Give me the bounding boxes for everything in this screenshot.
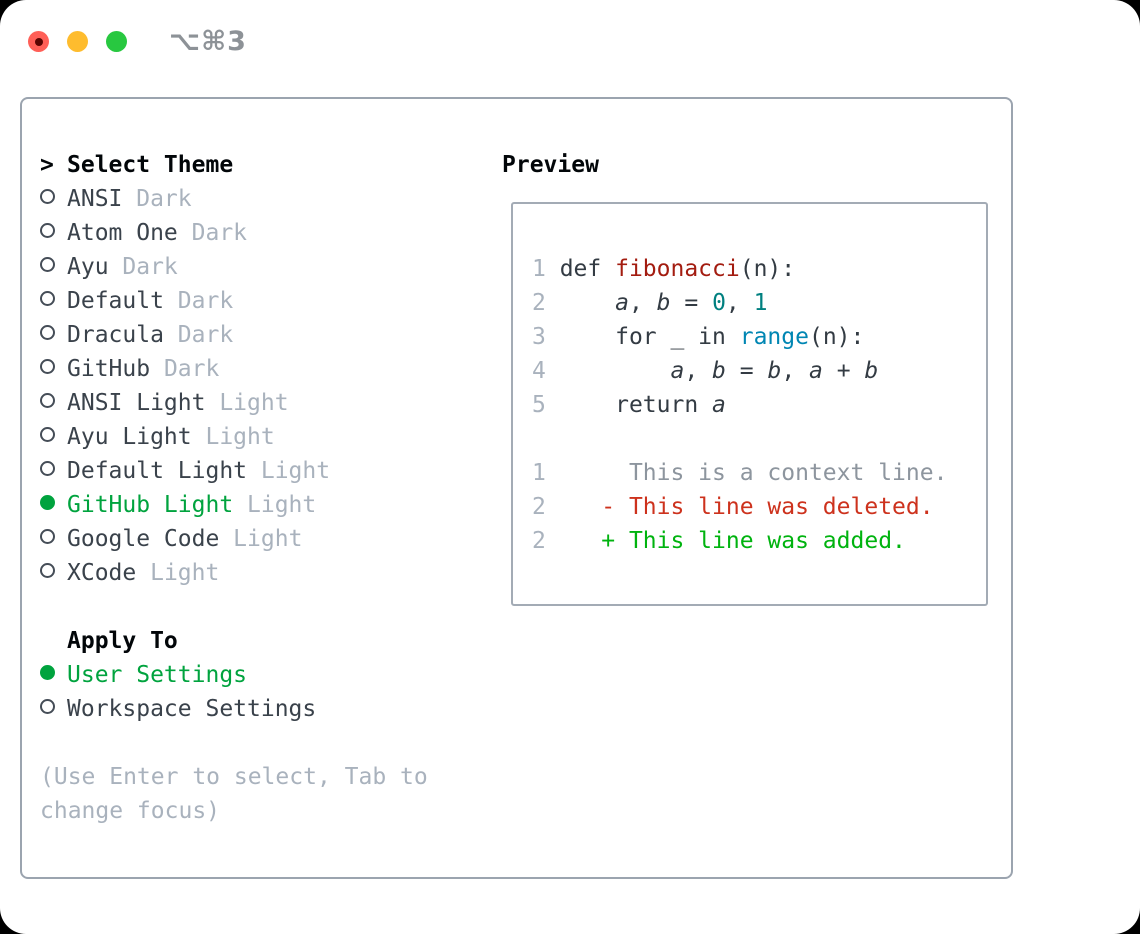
option-variant: Light <box>233 492 317 518</box>
radio-icon <box>40 359 55 374</box>
diff-context-line: 1 This is a context line. <box>532 460 948 486</box>
option-label: GitHub <box>67 356 151 382</box>
theme-option-dracula[interactable]: Dracula Dark <box>40 318 502 352</box>
radio-icon <box>40 393 55 408</box>
option-label: GitHub Light <box>67 492 234 518</box>
radio-icon <box>40 427 55 442</box>
keyboard-hint: (Use Enter to select, Tab to change focus… <box>40 760 502 828</box>
code-line: 1 def fibonacci(n): <box>532 256 796 282</box>
radio-selected-icon <box>40 665 55 680</box>
option-label: Dracula <box>67 322 164 348</box>
option-label: ANSI Light <box>67 390 206 416</box>
option-variant: Light <box>191 424 275 450</box>
radio-icon <box>40 699 55 714</box>
option-label: Atom One <box>67 220 178 246</box>
code-line: 2 a, b = 0, 1 <box>532 290 768 316</box>
theme-picker-header-line: > Select Theme <box>40 148 502 182</box>
close-button[interactable] <box>28 31 49 52</box>
theme-option-xcode[interactable]: XCode Light <box>40 556 502 590</box>
option-label: Google Code <box>67 526 220 552</box>
code-line: 4 a, b = b, a + b <box>532 358 879 384</box>
apply-to-header-line: Apply To <box>40 624 502 658</box>
theme-option-atom-one[interactable]: Atom One Dark <box>40 216 502 250</box>
option-variant: Light <box>205 390 289 416</box>
option-label: Ayu <box>67 254 109 280</box>
option-label: User Settings <box>67 662 248 688</box>
code-line: 3 for _ in range(n): <box>532 324 865 350</box>
option-variant: Dark <box>177 220 248 246</box>
minimize-button[interactable] <box>67 31 88 52</box>
window-title: ⌥⌘3 <box>169 26 247 57</box>
option-label: Ayu Light <box>67 424 192 450</box>
diff-added-line: 2 + This line was added. <box>532 528 906 554</box>
option-variant: Dark <box>163 288 234 314</box>
theme-option-ayu-light[interactable]: Ayu Light Light <box>40 420 502 454</box>
option-variant: Light <box>247 458 331 484</box>
radio-icon <box>40 325 55 340</box>
radio-icon <box>40 189 55 204</box>
radio-icon <box>40 291 55 306</box>
option-variant: Light <box>136 560 220 586</box>
theme-option-ansi[interactable]: ANSI Dark <box>40 182 502 216</box>
option-variant: Dark <box>163 322 234 348</box>
option-variant: Dark <box>150 356 220 382</box>
option-label: XCode <box>67 560 137 586</box>
theme-option-ansi-light[interactable]: ANSI Light Light <box>40 386 502 420</box>
option-variant: Light <box>219 526 303 552</box>
option-label: Default Light <box>67 458 248 484</box>
prompt-caret: > <box>40 152 54 178</box>
preview-header-line: Preview <box>502 148 1011 182</box>
diff-deleted-line: 2 - This line was deleted. <box>532 494 934 520</box>
titlebar: ⌥⌘3 <box>28 26 247 57</box>
theme-picker-header: Select Theme <box>67 152 234 178</box>
theme-option-github[interactable]: GitHub Dark <box>40 352 502 386</box>
apply-option-user-settings[interactable]: User Settings <box>40 658 502 692</box>
preview-title: Preview <box>502 152 599 178</box>
theme-option-google-code[interactable]: Google Code Light <box>40 522 502 556</box>
option-variant: Dark <box>122 186 192 212</box>
blank-line <box>532 422 986 456</box>
theme-option-github-light[interactable]: GitHub Light Light <box>40 488 502 522</box>
option-variant: Dark <box>108 254 178 280</box>
theme-option-default-light[interactable]: Default Light Light <box>40 454 502 488</box>
option-label: Default <box>67 288 164 314</box>
radio-icon <box>40 529 55 544</box>
apply-to-header: Apply To <box>67 628 178 654</box>
preview-column: Preview 1 def fibonacci(n): 2 a, b = 0, 1… <box>502 148 1011 877</box>
theme-option-ayu[interactable]: Ayu Dark <box>40 250 502 284</box>
radio-icon <box>40 563 55 578</box>
hint-line: change focus) <box>40 798 221 824</box>
preview-pane: 1 def fibonacci(n): 2 a, b = 0, 1 3 for _ … <box>511 202 988 606</box>
zoom-button[interactable] <box>106 31 127 52</box>
option-label: Workspace Settings <box>67 696 317 722</box>
close-dot-icon <box>34 37 43 46</box>
hint-line: (Use Enter to select, Tab to <box>40 764 428 790</box>
spacer <box>40 726 502 760</box>
code-line: 5 return a <box>532 392 726 418</box>
radio-icon <box>40 257 55 272</box>
spacer <box>40 590 502 624</box>
theme-option-default[interactable]: Default Dark <box>40 284 502 318</box>
option-label: ANSI <box>67 186 123 212</box>
radio-selected-icon <box>40 495 55 510</box>
radio-icon <box>40 461 55 476</box>
radio-icon <box>40 223 55 238</box>
apply-option-workspace-settings[interactable]: Workspace Settings <box>40 692 502 726</box>
